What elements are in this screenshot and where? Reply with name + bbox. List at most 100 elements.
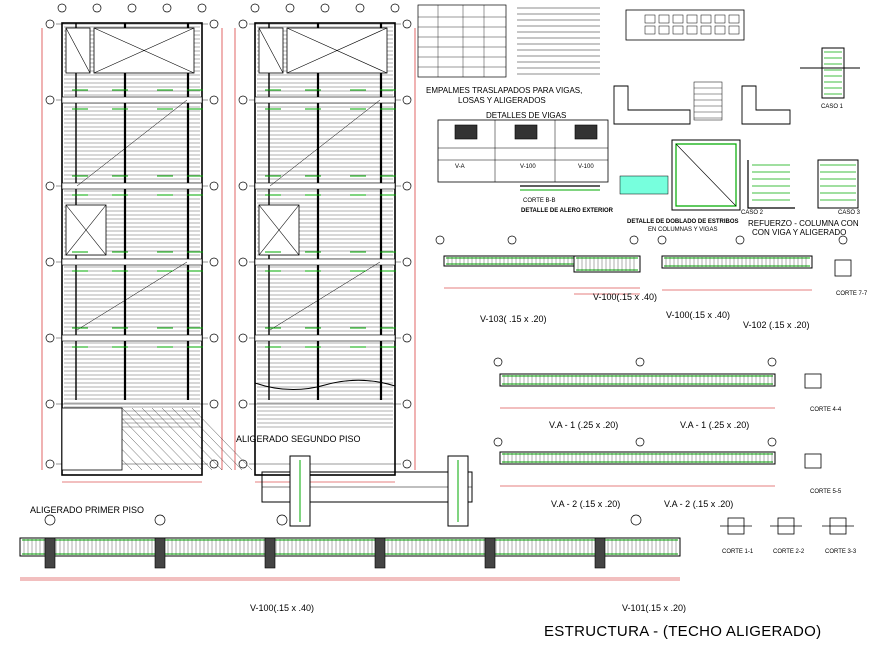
beam-grid-bubble xyxy=(635,437,645,447)
window-cell xyxy=(728,14,740,24)
beam-grid-bubble xyxy=(657,235,667,245)
void-cross xyxy=(258,204,300,256)
case-1-label: CASO 1 xyxy=(821,104,844,110)
grid-bubble-left xyxy=(45,95,55,105)
window-detail xyxy=(625,9,745,41)
stirrup-bend-sublabel: EN COLUMNAS Y VIGAS xyxy=(648,227,718,233)
beam-band xyxy=(254,258,396,266)
beam-grid-bubble xyxy=(767,437,777,447)
grid-bubble-left xyxy=(45,257,55,267)
l-detail xyxy=(741,85,791,125)
column-stub xyxy=(154,537,166,569)
legend-table xyxy=(619,175,669,195)
case2-outline xyxy=(747,160,795,209)
case3-outline xyxy=(817,159,859,209)
grid-bubble-left xyxy=(45,19,55,29)
beam-detail-table xyxy=(437,119,609,183)
beam-va1a-label: V.A - 1 (.25 x .20) xyxy=(549,420,619,430)
beam-grid-bubble xyxy=(493,357,503,367)
column-stub xyxy=(484,537,496,569)
beam-v102-label: V-102 (.15 x .20) xyxy=(743,320,810,330)
floor-plan-second xyxy=(234,3,416,483)
grid-bubble-left xyxy=(238,95,248,105)
grid-bubble-right xyxy=(209,19,219,29)
grid-bubble-left xyxy=(45,459,55,469)
beam-v100a-label: V-100(.15 x .40) xyxy=(593,292,658,302)
grid-bubble-left xyxy=(238,333,248,343)
diagonal xyxy=(269,99,381,187)
grid-bubble-top xyxy=(162,3,172,13)
cut-44-section xyxy=(804,373,822,389)
window-cell xyxy=(644,25,656,35)
first-floor-plan-label: ALIGERADO PRIMER PISO xyxy=(30,505,145,515)
beam-va1b-label: V.A - 1 (.25 x .20) xyxy=(680,420,750,430)
beam-section xyxy=(574,124,598,140)
grid-bubble-left xyxy=(238,19,248,29)
hatch xyxy=(181,407,243,471)
grid-bubble-right xyxy=(209,333,219,343)
beam-body xyxy=(499,373,776,387)
grid-bubble-left xyxy=(238,459,248,469)
grid-bubble-left xyxy=(45,399,55,409)
beam-grid-bubble xyxy=(44,514,56,526)
column-beam-heading-1: REFUERZO - COLUMNA CON xyxy=(748,219,859,228)
beam-band xyxy=(254,182,396,190)
grid-bubble-top xyxy=(320,3,330,13)
grid-bubble-top xyxy=(127,3,137,13)
beam-v100b-label: V-100(.15 x .40) xyxy=(666,310,731,320)
grid-bubble-right xyxy=(209,257,219,267)
grid-bubble-right xyxy=(209,399,219,409)
cut-11-label: CORTE 1-1 xyxy=(722,549,754,555)
beam-long xyxy=(19,537,681,579)
hatch xyxy=(171,407,233,471)
beam-type-3: V-100 xyxy=(578,164,594,170)
beam-section xyxy=(454,124,478,140)
void-cross xyxy=(93,27,195,74)
void-cross xyxy=(65,204,107,256)
beam-grid-bubble xyxy=(493,437,503,447)
window-cell xyxy=(728,25,740,35)
beam-va2a-label: V.A - 2 (.15 x .20) xyxy=(551,499,621,509)
beam-va2b-label: V.A - 2 (.15 x .20) xyxy=(664,499,734,509)
grid-bubble-left xyxy=(238,399,248,409)
column-beam-heading-2: CON VIGA Y ALIGERADO xyxy=(752,228,847,237)
beam-grid-bubble xyxy=(507,235,517,245)
grid-bubble-top xyxy=(390,3,400,13)
hatch xyxy=(121,407,183,471)
window-cell xyxy=(700,25,712,35)
floor-plan-first xyxy=(41,3,223,483)
beam-band xyxy=(61,182,203,190)
grid-bubble-right xyxy=(402,95,412,105)
beam-grid-bubble xyxy=(767,357,777,367)
beam-band xyxy=(254,334,396,342)
cut-77-section xyxy=(834,259,852,277)
grid-bubble-left xyxy=(45,181,55,191)
grid-bubble-right xyxy=(402,19,412,29)
hatch xyxy=(151,407,213,471)
beam-body xyxy=(19,537,681,557)
grid-bubble-right xyxy=(402,459,412,469)
column-stub xyxy=(264,537,276,569)
beam-grid-bubble xyxy=(629,235,639,245)
floor-plans xyxy=(41,3,416,483)
column-outline xyxy=(821,47,845,99)
window-cell xyxy=(672,25,684,35)
beam-v100-long-label: V-100(.15 x .40) xyxy=(250,603,315,613)
beam-grid-bubble xyxy=(838,235,848,245)
window-cell xyxy=(714,14,726,24)
hatch xyxy=(131,407,193,471)
beam-type-1: V-A xyxy=(455,164,465,170)
column-stub xyxy=(374,537,386,569)
beam-band xyxy=(254,96,396,104)
beam-grid-bubble xyxy=(276,514,288,526)
beam-v100b xyxy=(661,255,813,291)
grid-bubble-left xyxy=(45,333,55,343)
grid-bubble-top xyxy=(285,3,295,13)
window-cell xyxy=(714,25,726,35)
void-cross xyxy=(65,27,91,74)
beam-details-heading: DETALLES DE VIGAS xyxy=(486,111,567,120)
grid-bubble-right xyxy=(402,333,412,343)
window-cell xyxy=(672,14,684,24)
window-cell xyxy=(700,14,712,24)
